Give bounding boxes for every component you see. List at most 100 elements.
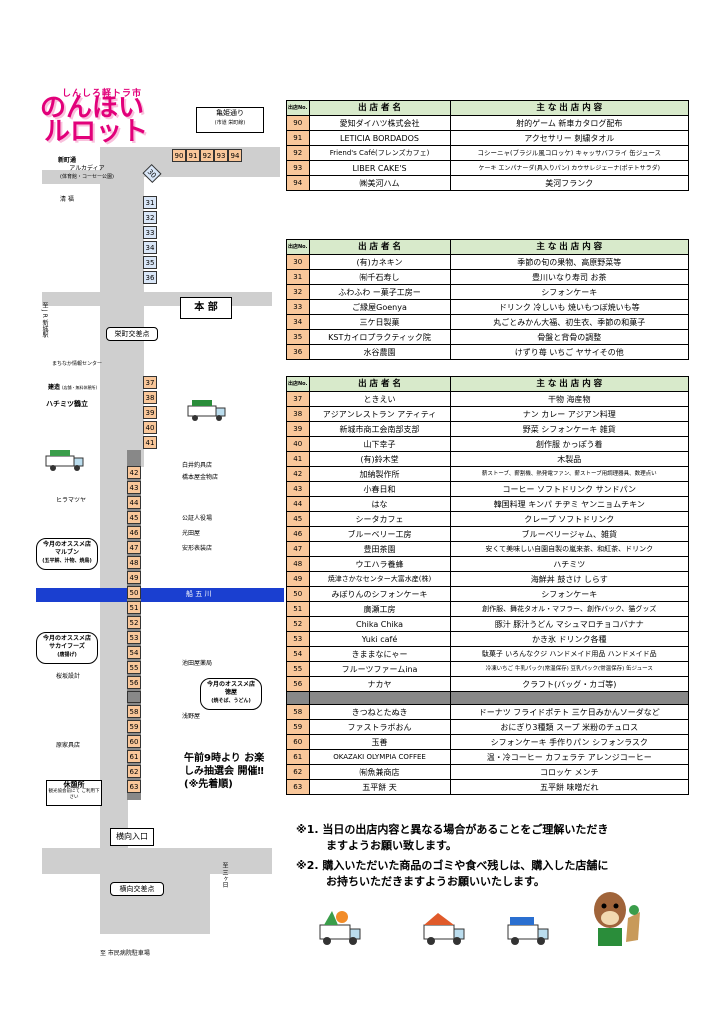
stall[interactable]: 55: [127, 661, 141, 674]
stall[interactable]: 45: [127, 511, 141, 524]
stall[interactable]: 37: [143, 376, 157, 389]
cell-blank: [286, 691, 310, 705]
stall[interactable]: 61: [127, 750, 141, 763]
stall[interactable]: 94: [228, 149, 242, 162]
stall[interactable]: 41: [143, 436, 157, 449]
cell-name: (有)カネキン: [308, 254, 451, 270]
bubble-title: 今月のオススメ店: [42, 541, 91, 548]
header-name: 出 店 者 名: [308, 239, 451, 255]
mid-stalls: 37 38 39 40 41: [143, 376, 157, 449]
note-2-cont: お持ちいただきますようお願いいたします。: [326, 875, 545, 888]
cell-no: 43: [286, 481, 310, 497]
stall[interactable]: 49: [127, 571, 141, 584]
stall[interactable]: 93: [214, 149, 228, 162]
cell-content: クレープ ソフトドリンク: [449, 511, 690, 527]
cell-content: 豚汁 豚汁うどん マシュマロチョコバナナ: [449, 616, 690, 632]
cell-no: 53: [286, 631, 310, 647]
cell-content: 韓国料理 キンパ チヂミ ヤンニョムチキン: [449, 496, 690, 512]
cell-content: 海鮮丼 鼓さけ しらす: [449, 571, 690, 587]
stall[interactable]: 59: [127, 720, 141, 733]
cell-name: Friend's Café(フレンズカフェ): [308, 145, 451, 161]
label-chikajo-main: 亀姫通り: [216, 109, 244, 117]
stall-table-2: 出店No. 出 店 者 名 主 な 出 店 内 容 30(有)カネキン季節の旬の…: [286, 239, 690, 360]
stall[interactable]: 32: [143, 211, 157, 224]
cell-no: 47: [286, 541, 310, 557]
stall[interactable]: 46: [127, 526, 141, 539]
header-content: 主 な 出 店 内 容: [449, 376, 690, 392]
cell-name: きつねとたぬき: [308, 704, 451, 720]
stall[interactable]: 33: [143, 226, 157, 239]
stall[interactable]: 47: [127, 541, 141, 554]
stall[interactable]: 48: [127, 556, 141, 569]
label-rest-sub: 観光協会前にて ご利用下さい: [48, 789, 100, 800]
cell-no: 92: [286, 145, 310, 161]
cell-no: 41: [286, 451, 310, 467]
cell-content: 創作服 かっぽう着: [449, 436, 690, 452]
cell-no: 30: [286, 254, 310, 270]
label-shirai: 白井釣具店: [182, 462, 213, 469]
stall[interactable]: 36: [143, 271, 157, 284]
stall[interactable]: 31: [143, 196, 157, 209]
stall[interactable]: 52: [127, 616, 141, 629]
cell-content: 五平餅 味噌だれ: [449, 779, 690, 795]
stall[interactable]: 54: [127, 646, 141, 659]
stall[interactable]: 58: [127, 705, 141, 718]
cell-no: 39: [286, 421, 310, 437]
header-name: 出 店 者 名: [308, 100, 451, 116]
stall[interactable]: 63: [127, 780, 141, 793]
cell-content: 安くて美味しい自園自製の嵐来茶、和紅茶、ドリンク: [449, 541, 690, 557]
stall[interactable]: 43: [127, 481, 141, 494]
logo-subtitle: しんしろ軽トラ市: [62, 89, 143, 99]
stall[interactable]: 50: [127, 586, 141, 599]
horse-mascot-icon: [594, 892, 640, 946]
stall[interactable]: 42: [127, 466, 141, 479]
cell-content: 射的ゲーム 新車カタログ配布: [449, 115, 690, 131]
cell-content: 木製品: [449, 451, 690, 467]
label-tatsuki: 建造 (店舗・無料休憩所): [48, 384, 97, 392]
cell-no: 50: [286, 586, 310, 602]
stall[interactable]: 56: [127, 676, 141, 689]
logo-title-line1: のんほい: [40, 93, 145, 123]
stall[interactable]: 40: [143, 421, 157, 434]
cell-no: 48: [286, 556, 310, 572]
cell-name: ふわふわ ー菓子工房ー: [308, 284, 451, 300]
stall[interactable]: 53: [127, 631, 141, 644]
stall[interactable]: 35: [143, 256, 157, 269]
header-no: 出店No.: [286, 376, 310, 392]
stall[interactable]: 60: [127, 735, 141, 748]
cell-no: 61: [286, 749, 310, 765]
bubble-sub: (焼そば、うどん): [211, 698, 251, 704]
left-stalls: 31 32 33 34 35 36: [143, 196, 157, 284]
stall[interactable]: 38: [143, 391, 157, 404]
stall[interactable]: 51: [127, 601, 141, 614]
cell-name: ファストラボおん: [308, 719, 451, 735]
stall[interactable]: 92: [200, 149, 214, 162]
stall[interactable]: 34: [143, 241, 157, 254]
label-tatsuki-main: 建造: [48, 384, 61, 391]
note-text: 購入いただいた商品のゴミや食べ残しは、購入した店舗に: [322, 859, 609, 872]
stall[interactable]: 91: [186, 149, 200, 162]
cell-name: フルーツファームina: [308, 661, 451, 677]
stall[interactable]: 39: [143, 406, 157, 419]
stall[interactable]: 44: [127, 496, 141, 509]
label-ikeda: 池田屋薬局: [182, 660, 213, 667]
cell-name: 玉善: [308, 734, 451, 750]
bubble-name: マルブン: [54, 549, 79, 556]
cell-no: 54: [286, 646, 310, 662]
stall[interactable]: 62: [127, 765, 141, 778]
low-stalls: 42 43 44 45 46 47 48 49 50 51 52 53 54 5…: [127, 466, 141, 793]
stall[interactable]: 90: [172, 149, 186, 162]
